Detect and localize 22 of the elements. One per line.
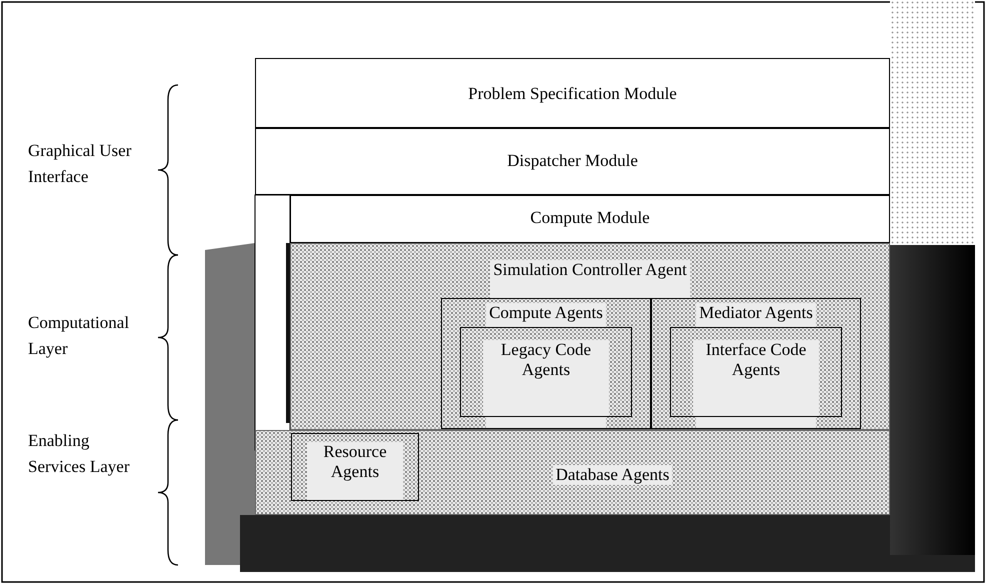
agent-region — [255, 430, 890, 515]
agent-box — [291, 433, 419, 501]
node-label: Compute Module — [529, 208, 651, 229]
layer-label: Computational Layer — [28, 312, 130, 360]
node-label: Interface Code Agents — [693, 340, 819, 416]
node-label: Legacy Code Agents — [483, 340, 609, 416]
band — [890, 0, 975, 245]
node-label: Resource Agents — [307, 442, 403, 500]
agent-box — [460, 327, 632, 417]
agent-region — [290, 243, 890, 430]
layer-label: Graphical User Interface — [28, 140, 132, 188]
band — [890, 245, 975, 555]
module-box — [255, 128, 890, 195]
node-label: Problem Specification Module — [467, 84, 678, 105]
agent-group-box — [651, 298, 861, 429]
module-box — [290, 195, 890, 243]
module-box — [255, 58, 890, 128]
agent-box — [670, 327, 842, 417]
layer-label: Enabling Services Layer — [28, 430, 130, 478]
agent-group-box — [441, 298, 651, 429]
node-label: Dispatcher Module — [506, 151, 639, 172]
node-label: Database Agents — [552, 465, 672, 486]
